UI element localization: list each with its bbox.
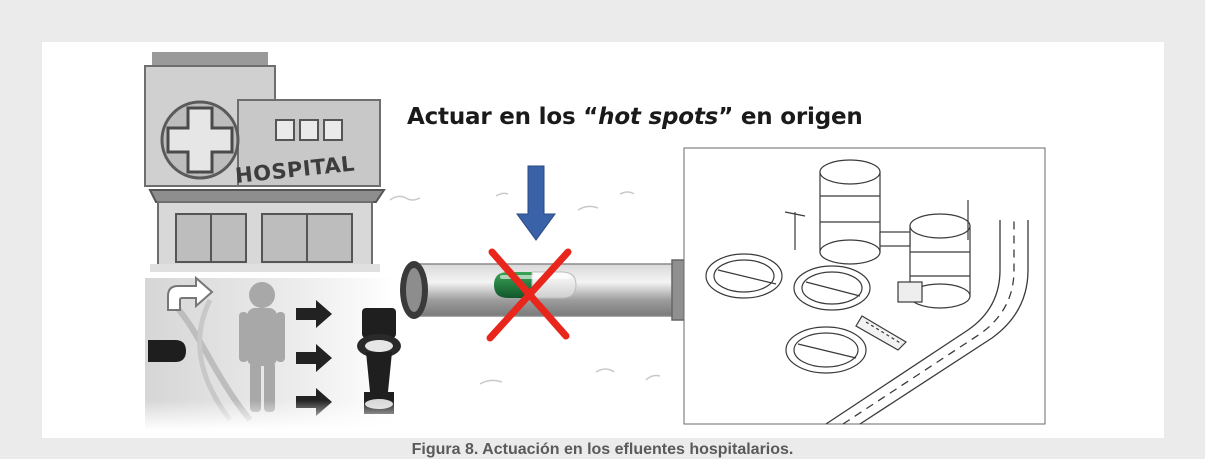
cross-icon [486, 248, 572, 342]
headline-prefix: Actuar en los “ [407, 104, 599, 130]
road-icon [825, 220, 1029, 425]
headline-suffix: ” en origen [718, 104, 863, 130]
hospital-building-icon: HOSPITAL [144, 52, 386, 272]
flow-arrow-icon [296, 300, 332, 416]
pill-icon [148, 340, 186, 362]
curved-arrow-icon [167, 275, 214, 311]
headline: Actuar en los “hot spots” en origen [407, 104, 863, 130]
headline-emphasis: hot spots [598, 104, 719, 130]
sketch-scraps [389, 191, 661, 385]
person-icon [239, 282, 285, 412]
down-arrow-icon [516, 165, 556, 241]
wastewater-plant-icon [683, 147, 1046, 425]
patient-scene [145, 275, 401, 430]
figure-caption: Figura 8. Actuación en los efluentes hos… [411, 441, 794, 458]
